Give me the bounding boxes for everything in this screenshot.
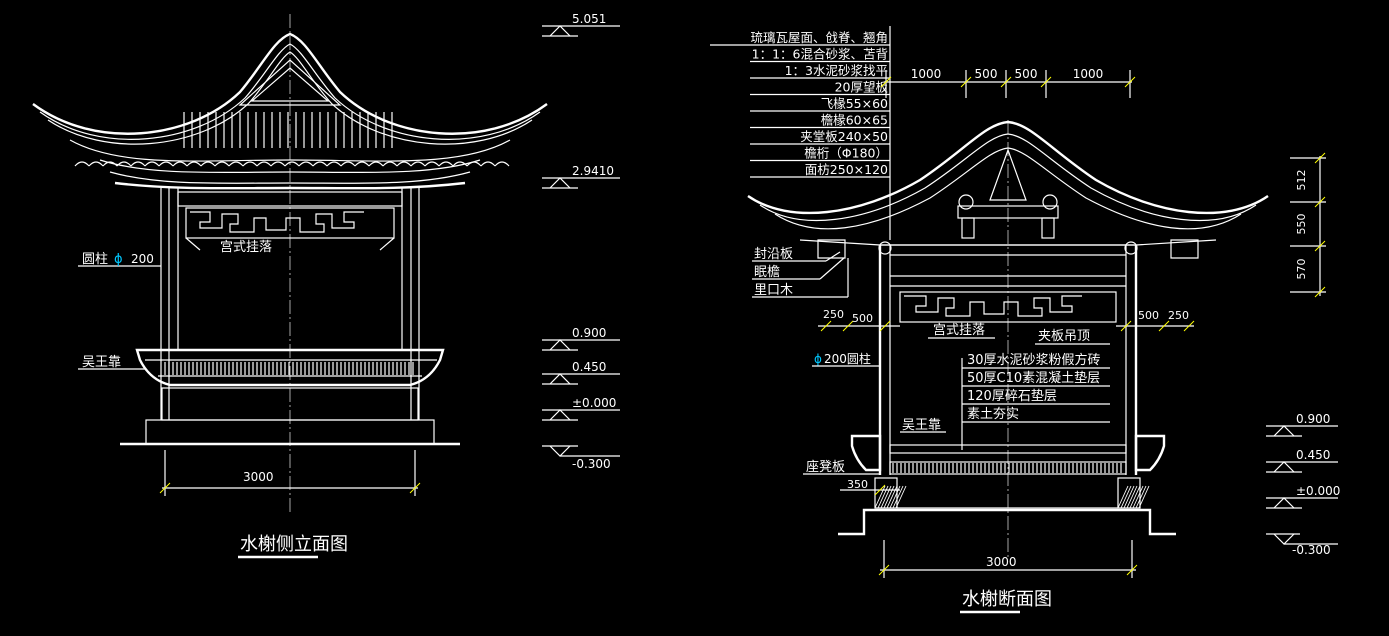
right-elevation-1: 0.450 <box>1296 448 1330 462</box>
left-columns <box>160 188 420 420</box>
left-column-size: 200 <box>131 252 154 266</box>
right-lattice-label: 宫式挂落 <box>933 323 985 338</box>
right-top-dimensions: 1000 500 500 1000 <box>880 67 1136 98</box>
right-side-dimensions: 250 500 500 250 <box>818 308 1195 332</box>
left-elevation-1: 2.9410 <box>572 164 614 178</box>
eave-callout-2: 里口木 <box>754 283 793 298</box>
right-vertical-dimensions: 512 550 570 <box>1290 152 1326 298</box>
top-dim-3: 1000 <box>1073 67 1104 81</box>
right-elevation-2: ±0.000 <box>1296 484 1340 498</box>
left-elevation-2: 0.900 <box>572 326 606 340</box>
left-base <box>120 387 460 446</box>
right-column-dia-symbol: ϕ <box>814 352 822 366</box>
eave-callout-0: 封沿板 <box>754 247 793 262</box>
roof-callout-5: 檐椽60×65 <box>821 113 888 128</box>
top-dim-0: 1000 <box>911 67 942 81</box>
left-column-dia-symbol: ϕ <box>114 252 123 267</box>
right-elevation-markers: 0.900 0.450 ±0.000 -0.300 <box>1266 412 1340 557</box>
right-section-drawing: 琉璃瓦屋面、戗脊、翘角 1：1：6混合砂浆、苫背1：3水泥砂浆找平 20厚望板飞椽5… <box>710 26 1340 614</box>
floor-layer-2: 120厚碎石垫层 <box>967 388 1057 404</box>
right-seat-board-label: 座凳板 <box>806 459 845 475</box>
roof-callout-8: 面枋250×120 <box>805 162 888 177</box>
left-roof <box>32 32 548 190</box>
right-column-label: 200圆柱 <box>824 351 871 366</box>
roof-callout-4: 飞椽55×60 <box>821 96 888 111</box>
right-elevation-3: -0.300 <box>1292 543 1331 557</box>
roof-callout-2: 1：3水泥砂浆找平 <box>785 63 888 78</box>
left-elevation-markers: 5.051 2.9410 0.900 0.450 ±0.000 -0.300 <box>542 12 620 471</box>
top-dim-2: 500 <box>1015 67 1038 81</box>
right-side-dim-left-2: 500 <box>852 312 873 325</box>
left-elevation-4: ±0.000 <box>572 396 616 410</box>
left-title: 水榭侧立面图 <box>240 534 348 555</box>
right-footing <box>838 477 1176 536</box>
vertical-dim-2: 570 <box>1295 259 1308 280</box>
vertical-dim-1: 550 <box>1295 214 1308 235</box>
right-side-dim-left-1: 250 <box>823 308 844 321</box>
right-roof <box>747 120 1269 259</box>
floor-layer-3: 素土夯实 <box>967 407 1019 422</box>
roof-callout-3: 20厚望板 <box>835 80 889 95</box>
right-side-dim-right-1: 500 <box>1138 309 1159 322</box>
floor-layer-0: 30厚水泥砂浆粉假方砖 <box>967 352 1101 368</box>
left-width-value: 3000 <box>243 470 274 484</box>
right-ceiling-label: 夹板吊顶 <box>1038 329 1090 344</box>
right-width-dimension: 3000 <box>878 540 1138 578</box>
top-dim-1: 500 <box>975 67 998 81</box>
right-title: 水榭断面图 <box>962 589 1052 610</box>
roof-callout-1: 1：1：6混合砂浆、苫背 <box>752 47 888 62</box>
left-elevation-3: 0.450 <box>572 360 606 374</box>
right-seat-height: 350 <box>847 478 868 491</box>
right-bench-label: 吴王靠 <box>902 418 941 433</box>
left-width-dimension: 3000 <box>159 450 421 496</box>
left-lattice <box>185 207 395 251</box>
right-side-dim-right-2: 250 <box>1168 309 1189 322</box>
left-bench <box>135 348 445 387</box>
left-column-label: 圆柱 <box>82 252 108 267</box>
roof-callouts: 琉璃瓦屋面、戗脊、翘角 1：1：6混合砂浆、苫背1：3水泥砂浆找平 20厚望板飞椽5… <box>710 30 890 178</box>
roof-callout-0: 琉璃瓦屋面、戗脊、翘角 <box>750 30 888 45</box>
right-elevation-0: 0.900 <box>1296 412 1330 426</box>
left-elevation-0: 5.051 <box>572 12 606 26</box>
left-elevation-5: -0.300 <box>572 457 611 471</box>
right-width-value: 3000 <box>986 555 1017 569</box>
floor-layer-1: 50厚C10素混凝土垫层 <box>967 370 1100 386</box>
left-lattice-label: 宫式挂落 <box>220 240 272 255</box>
vertical-dim-0: 512 <box>1295 170 1308 191</box>
right-bench <box>850 434 1166 475</box>
left-bench-label: 吴王靠 <box>82 355 121 370</box>
roof-callout-7: 檐桁（Φ180） <box>804 146 888 161</box>
right-lattice <box>899 291 1117 323</box>
eave-callout-1: 眠檐 <box>754 265 780 280</box>
left-elevation-drawing: 圆柱 ϕ 200 宫式挂落 吴王靠 3000 5.051 2.9410 0.900 0… <box>32 12 620 559</box>
roof-callout-6: 夹堂板240×50 <box>800 129 888 144</box>
